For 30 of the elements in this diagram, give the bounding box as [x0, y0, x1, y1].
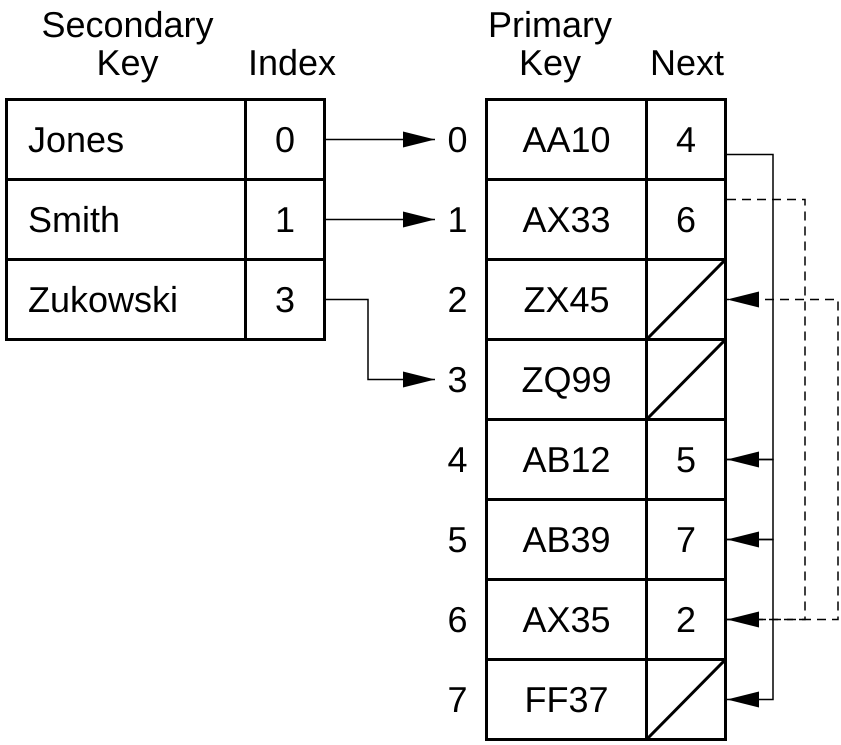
row-number: 6 — [435, 578, 480, 661]
pointer-arrow — [727, 458, 774, 548]
row-number: 4 — [435, 418, 480, 501]
null-pointer-cell — [645, 338, 727, 421]
null-pointer-cell — [645, 658, 727, 741]
pointer-arrow — [727, 198, 806, 628]
row-number: 3 — [435, 338, 480, 421]
table-cell: Jones — [5, 98, 247, 181]
table-cell: FF37 — [485, 658, 648, 741]
row-number: 7 — [435, 658, 480, 741]
pointer-arrow — [326, 298, 435, 388]
column-heading: Index — [246, 44, 338, 82]
row-number: 5 — [435, 498, 480, 581]
row-number: 0 — [435, 98, 480, 181]
pointer-arrow — [727, 154, 774, 468]
column-heading: Primary Key — [487, 6, 613, 82]
row-number: 1 — [435, 178, 480, 261]
table-cell: Zukowski — [5, 258, 247, 341]
pointer-arrow — [326, 212, 435, 228]
row-number: 2 — [435, 258, 480, 341]
null-pointer-cell — [645, 258, 727, 341]
table-cell: AA10 — [485, 98, 648, 181]
pointer-arrow — [727, 292, 839, 620]
pointer-cell: 3 — [244, 258, 326, 341]
pointer-cell: 0 — [244, 98, 326, 181]
pointer-arrow — [727, 538, 774, 708]
column-heading: Next — [648, 44, 726, 82]
pointer-cell: 4 — [645, 98, 727, 181]
column-heading: Secondary Key — [40, 6, 215, 82]
pointer-arrow — [326, 132, 435, 148]
